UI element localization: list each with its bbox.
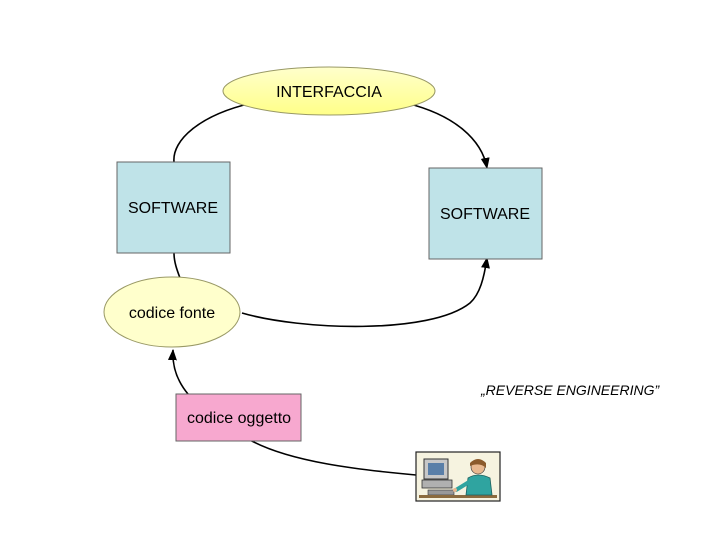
person-at-computer-icon bbox=[415, 451, 501, 502]
interface-label: INTERFACCIA bbox=[276, 84, 382, 101]
software-right-label: SOFTWARE bbox=[440, 206, 530, 223]
source-code-label: codice fonte bbox=[129, 305, 215, 322]
software-left-node: SOFTWARE bbox=[116, 161, 231, 254]
interface-node: INTERFACCIA bbox=[222, 66, 436, 116]
edge-interface-to-software-left bbox=[173, 102, 253, 163]
object-code-label: codice oggetto bbox=[187, 410, 291, 427]
edge-interface-to-software-right bbox=[405, 102, 490, 170]
source-code-node: codice fonte bbox=[103, 276, 241, 348]
software-right-node: SOFTWARE bbox=[428, 167, 543, 260]
software-left-label: SOFTWARE bbox=[128, 200, 218, 217]
object-code-node: codice oggetto bbox=[175, 393, 302, 442]
edge-software-left-to-source bbox=[173, 252, 181, 279]
reverse-engineering-caption: „REVERSE ENGINEERING” bbox=[480, 382, 660, 398]
edge-engineer-to-object bbox=[249, 439, 417, 476]
edge-object-to-source bbox=[167, 348, 189, 395]
edge-source-to-software-right bbox=[241, 256, 490, 328]
